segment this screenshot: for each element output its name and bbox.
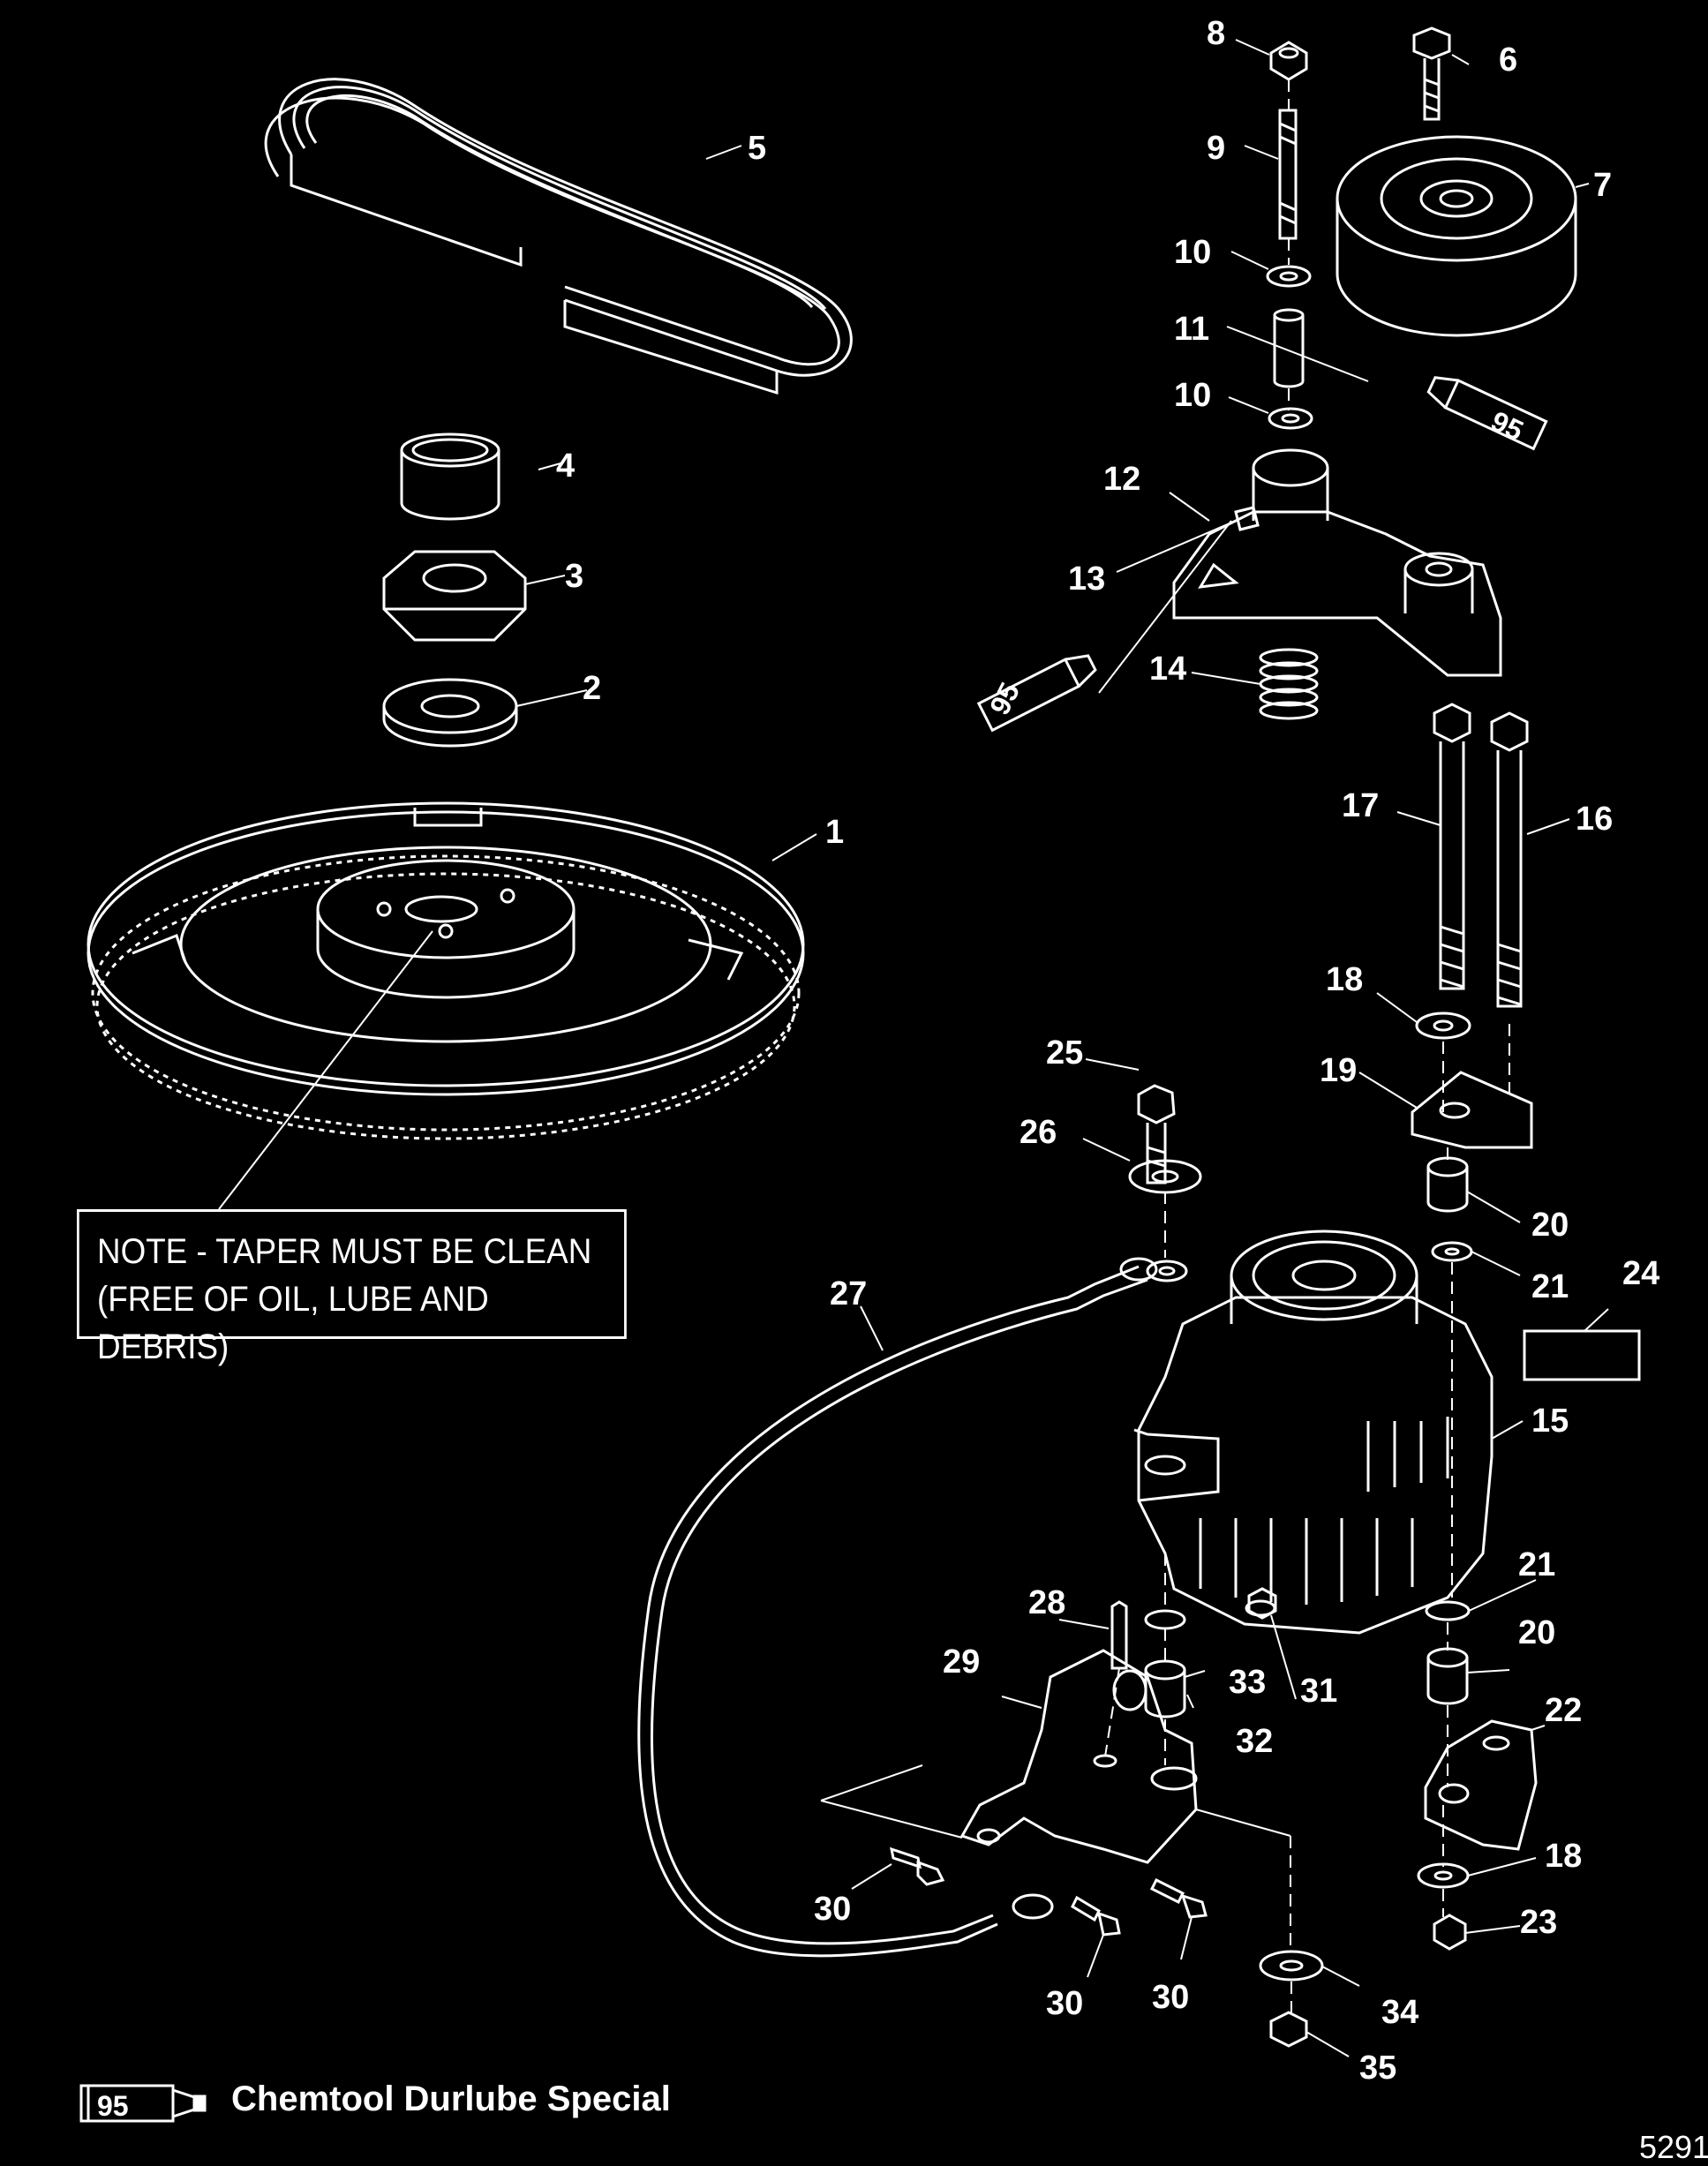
ground-cable — [637, 1257, 1158, 1958]
callout-21-lower: 21 — [1518, 1546, 1555, 1583]
figure-number: 5291 — [1639, 2129, 1708, 2165]
callout-10-upper: 10 — [1174, 234, 1211, 271]
screw-30-b — [1071, 1895, 1121, 1937]
callout-35: 35 — [1359, 2049, 1396, 2087]
callout-30-b: 30 — [1046, 1985, 1083, 2022]
terminal-31 — [1247, 1587, 1277, 1620]
callout-18-lower: 18 — [1545, 1838, 1582, 1875]
callout-14: 14 — [1149, 651, 1186, 688]
stud-28 — [1110, 1600, 1128, 1670]
callout-3: 3 — [565, 558, 583, 595]
callout-11: 11 — [1174, 311, 1209, 348]
legend-tube-icon — [79, 2084, 207, 2123]
idler-pulley — [1336, 135, 1577, 337]
washer-18-upper — [1415, 1012, 1471, 1040]
bracket-22 — [1424, 1719, 1538, 1851]
bushing — [400, 432, 500, 521]
callout-21-upper: 21 — [1531, 1268, 1569, 1305]
screw-30-a — [890, 1846, 945, 1886]
note-line-2: (FREE OF OIL, LUBE AND DEBRIS) — [97, 1280, 489, 1366]
spring — [1259, 648, 1319, 720]
flywheel — [87, 801, 805, 1140]
taper-note: NOTE - TAPER MUST BE CLEAN (FREE OF OIL,… — [77, 1209, 627, 1366]
callout-18-upper: 18 — [1326, 961, 1363, 998]
callout-8: 8 — [1207, 15, 1225, 52]
washer-34 — [1259, 1950, 1324, 1982]
nut-23 — [1433, 1914, 1467, 1951]
bracket-19 — [1411, 1071, 1533, 1149]
callout-32: 32 — [1236, 1723, 1273, 1760]
callout-1: 1 — [825, 814, 844, 851]
bushing-32 — [1144, 1659, 1186, 1719]
alternator — [1133, 1230, 1494, 1635]
callout-25: 25 — [1046, 1034, 1083, 1072]
callout-33: 33 — [1229, 1664, 1266, 1701]
callout-27: 27 — [830, 1275, 867, 1312]
hex-nut — [382, 550, 527, 642]
spacer-washer-lower — [1268, 407, 1313, 430]
decal-24 — [1523, 1329, 1641, 1381]
callout-20-lower: 20 — [1518, 1614, 1555, 1651]
callout-13: 13 — [1068, 560, 1105, 598]
callout-17: 17 — [1342, 787, 1379, 824]
note-line-1: NOTE - TAPER MUST BE CLEAN — [97, 1232, 592, 1271]
callout-24: 24 — [1622, 1255, 1659, 1292]
callout-28: 28 — [1028, 1584, 1065, 1621]
grease-fitting — [1234, 506, 1260, 531]
callout-10-lower: 10 — [1174, 377, 1211, 414]
legend-tube-code: 95 — [97, 2090, 129, 2122]
callout-4: 4 — [556, 447, 575, 485]
callout-22: 22 — [1545, 1692, 1582, 1729]
long-bolt-17 — [1433, 703, 1471, 990]
callout-23: 23 — [1520, 1904, 1557, 1941]
pulley-bolt — [1412, 26, 1451, 121]
callout-6: 6 — [1499, 41, 1517, 79]
callout-9: 9 — [1207, 130, 1225, 167]
callout-2: 2 — [583, 670, 601, 707]
callout-26: 26 — [1020, 1114, 1057, 1151]
drive-belt — [264, 78, 853, 395]
callout-31: 31 — [1300, 1673, 1337, 1710]
bolt-25 — [1137, 1084, 1176, 1185]
nut-35 — [1269, 2011, 1308, 2048]
legend-text: Chemtool Durlube Special — [231, 2080, 671, 2118]
screw-30-c — [1149, 1877, 1208, 1919]
callout-12: 12 — [1103, 461, 1140, 498]
callout-30-a: 30 — [814, 1891, 851, 1928]
lubricant-tube-lower — [976, 654, 1097, 733]
small-nut — [1269, 41, 1308, 81]
long-bolt-16 — [1490, 711, 1529, 1008]
callout-7: 7 — [1593, 167, 1612, 204]
callout-29: 29 — [943, 1643, 980, 1681]
callout-16: 16 — [1576, 801, 1613, 838]
callout-30-c: 30 — [1152, 1979, 1189, 2016]
lubricant-tube-upper — [1426, 376, 1548, 451]
callout-5: 5 — [748, 130, 766, 167]
spacer-washer — [1266, 265, 1312, 288]
callout-34: 34 — [1381, 1994, 1418, 2031]
callout-15: 15 — [1531, 1403, 1569, 1440]
sleeve — [1273, 308, 1305, 388]
callout-19: 19 — [1320, 1052, 1357, 1089]
callout-20-upper: 20 — [1531, 1207, 1569, 1244]
